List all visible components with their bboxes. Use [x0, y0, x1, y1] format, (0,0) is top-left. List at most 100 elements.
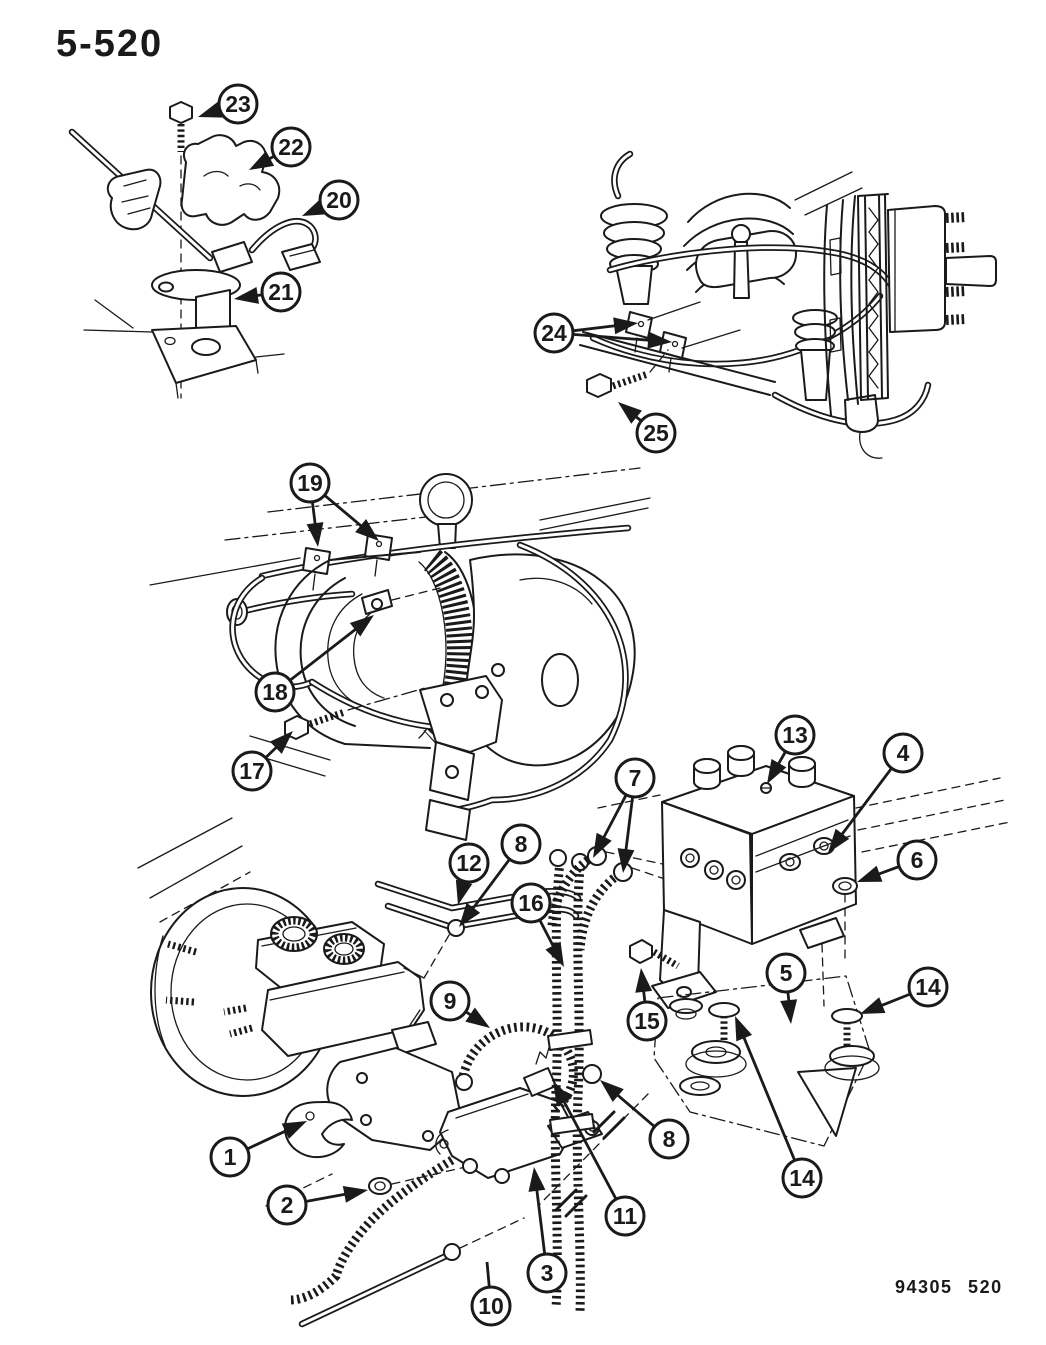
hcu-port	[726, 870, 746, 890]
callout-number: 14	[915, 974, 941, 1000]
callout-number: 7	[629, 765, 642, 791]
leader-arrow-line	[323, 494, 364, 528]
flex-hose	[457, 1022, 578, 1114]
line-art	[459, 1217, 525, 1249]
mc-studs	[223, 1004, 253, 1038]
line-art	[821, 943, 825, 1007]
mount-plate	[653, 975, 871, 1147]
line-art	[788, 756, 816, 772]
line-art	[844, 394, 879, 433]
callout-circle	[266, 1184, 308, 1226]
callout-5: 5	[765, 952, 807, 1024]
line-art	[824, 1055, 880, 1081]
callout-15: 15	[626, 968, 668, 1042]
line-art	[676, 986, 692, 998]
callout-16: 16	[510, 882, 564, 967]
line-art	[799, 917, 845, 949]
line-art	[475, 685, 489, 699]
arrowhead-icon	[455, 879, 473, 905]
line-art	[597, 777, 1011, 853]
washer	[831, 1008, 863, 1024]
callout-number: 9	[444, 988, 457, 1014]
abs-hose	[547, 856, 591, 927]
line-art	[819, 841, 829, 851]
line-art	[649, 349, 669, 373]
line-art	[709, 865, 719, 875]
callout-circle	[526, 1252, 568, 1294]
arrowhead-icon	[349, 615, 374, 637]
master-cylinder	[261, 961, 425, 1057]
differential-housing	[274, 559, 346, 745]
sensor-bracket	[180, 134, 281, 226]
wheel-stud	[945, 242, 967, 253]
callout-circle	[604, 1195, 646, 1237]
callout-circle	[510, 882, 552, 924]
callout-11: 11	[553, 1081, 646, 1237]
line-art	[779, 853, 801, 871]
callout-1: 1	[209, 1121, 307, 1178]
leader-arrow-line	[879, 992, 911, 1008]
callout-layer: 1234567889101112131414151617181920212223…	[198, 83, 949, 1327]
callout-number: 13	[782, 722, 808, 748]
harness-connector	[281, 243, 321, 271]
callout-number: 5	[780, 960, 793, 986]
leader-arrow-line	[246, 1129, 288, 1151]
line-art	[613, 152, 632, 198]
arrowhead-icon	[249, 151, 275, 170]
arrowhead-icon	[857, 865, 883, 882]
line-art	[312, 573, 316, 591]
line-art	[435, 1129, 449, 1155]
braided-hose	[572, 867, 585, 1313]
leader-arrow-line	[776, 750, 787, 766]
line-art	[429, 741, 475, 801]
callout-number: 25	[643, 420, 669, 446]
line-art	[374, 1181, 386, 1191]
line-art	[329, 551, 431, 749]
arrowhead-icon	[281, 1121, 307, 1139]
callout-23: 23	[198, 83, 259, 125]
valve-port	[462, 1158, 478, 1174]
line-art	[423, 929, 453, 979]
ball-joint	[731, 224, 751, 244]
line-art	[838, 881, 852, 891]
callout-circle	[429, 980, 471, 1022]
leader-arrow-line	[572, 324, 617, 333]
hcu-port	[680, 848, 700, 868]
line-art	[356, 1072, 368, 1084]
callout-circle	[896, 839, 938, 881]
line-art	[608, 246, 900, 302]
callout-number: 8	[663, 1126, 676, 1152]
line-art	[191, 338, 221, 356]
arrowhead-icon	[635, 968, 653, 993]
leader-arrow-line	[264, 745, 279, 759]
wheel-stud	[945, 314, 967, 325]
line-art	[443, 1243, 461, 1261]
leader-arrow-line	[840, 767, 893, 837]
line-art	[541, 653, 579, 707]
callout-circle	[533, 312, 575, 354]
callout-12: 12	[448, 842, 490, 905]
line-art	[679, 1076, 721, 1096]
line-art	[430, 543, 627, 814]
firewall-lines	[137, 817, 243, 899]
leader-arrow-line	[305, 1192, 347, 1203]
callout-circle	[270, 126, 312, 168]
line-art	[374, 559, 378, 577]
arrowhead-icon	[234, 287, 259, 304]
callout-7: 7	[593, 757, 656, 873]
line-art	[693, 758, 721, 774]
callout-circle	[882, 732, 924, 774]
line-art	[360, 1114, 372, 1126]
line-art	[800, 349, 831, 401]
line-art	[669, 998, 703, 1014]
leader-arrow-line	[562, 1099, 618, 1200]
callout-8-upper: 8	[459, 823, 542, 927]
line-art	[455, 1093, 529, 1119]
brake-rotor	[857, 193, 889, 401]
line-art	[440, 693, 454, 707]
line-art	[158, 281, 174, 293]
bolt-23-head	[169, 101, 193, 124]
callout-number: 18	[262, 679, 288, 705]
callout-25: 25	[618, 402, 677, 454]
